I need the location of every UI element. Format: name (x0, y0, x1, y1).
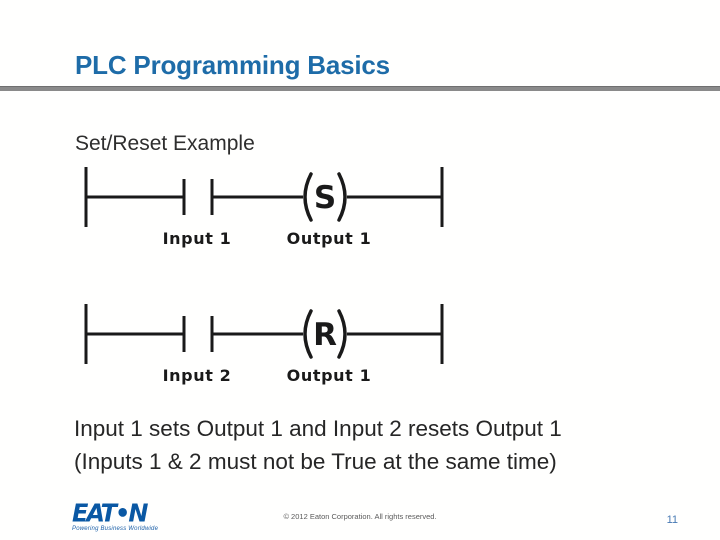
body-text-line-1: Input 1 sets Output 1 and Input 2 resets… (74, 416, 562, 441)
page-title: PLC Programming Basics (75, 50, 390, 80)
eaton-logo-tagline: Powering Business Worldwide (72, 526, 159, 532)
footer: EAT•N Powering Business Worldwide © 2012… (0, 498, 720, 540)
coil-right-paren (337, 172, 347, 222)
ladder-rung-2: R Input 2 Output 1 (84, 304, 444, 385)
coil-left-paren (303, 172, 313, 222)
eaton-logo: EAT•N Powering Business Worldwide (72, 498, 182, 532)
body-text-line-2: (Inputs 1 & 2 must not be True at the sa… (74, 449, 557, 474)
title-divider (0, 86, 720, 91)
eaton-logo-wordmark: EAT•N (72, 498, 148, 528)
ladder-rung-1: S Input 1 Output 1 (84, 167, 444, 248)
set-coil-letter: S (314, 180, 336, 216)
coil-label: Output 1 (287, 366, 372, 385)
page-number: 11 (666, 514, 678, 526)
reset-coil-letter: R (313, 317, 337, 353)
coil-right-paren (337, 309, 347, 359)
slide-subtitle: Set/Reset Example (75, 132, 255, 155)
ladder-logic-diagram: S Input 1 Output 1 R Input 2 Output 1 (84, 167, 444, 385)
contact-label: Input 1 (163, 229, 232, 248)
coil-label: Output 1 (287, 229, 372, 248)
body-text: Input 1 sets Output 1 and Input 2 resets… (74, 412, 562, 478)
copyright-text: © 2012 Eaton Corporation. All rights res… (283, 512, 437, 521)
contact-label: Input 2 (163, 366, 232, 385)
coil-left-paren (303, 309, 313, 359)
